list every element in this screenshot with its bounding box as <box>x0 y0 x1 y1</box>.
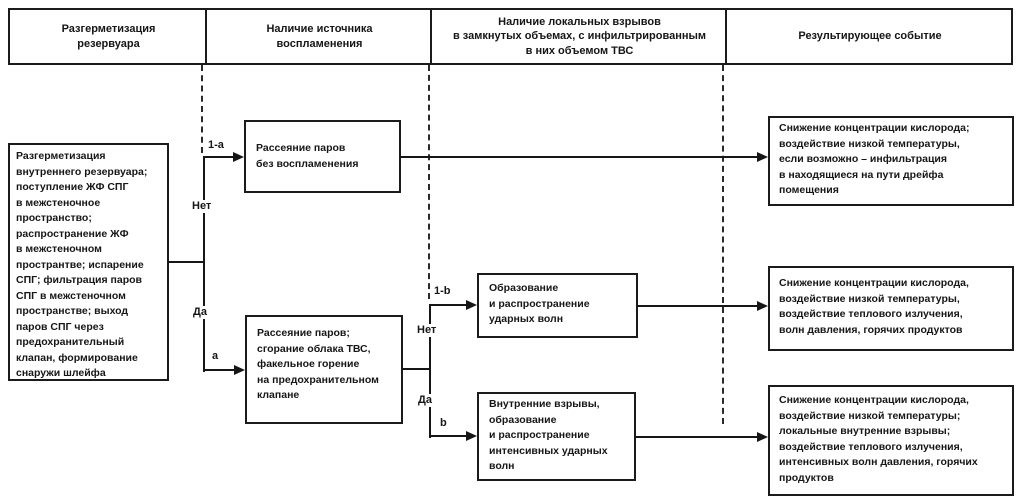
branch2-vertical-line <box>429 304 431 438</box>
arrowhead-to-outcome3 <box>757 432 768 442</box>
header-divider-3 <box>725 10 727 63</box>
branch1-bottom-label: a <box>210 350 221 363</box>
branch2-no-label: Нет <box>415 324 439 337</box>
arrowhead-to-outcome1 <box>757 152 768 162</box>
branch1-bottom-arrow-line <box>203 369 236 371</box>
shock-wave-box: Образование и распространение ударных во… <box>477 273 638 338</box>
branch1-vertical-line <box>203 156 205 372</box>
header-tank-depressurization: Разгерметизация резервуара <box>61 23 156 50</box>
arrowhead-to-node1 <box>233 152 244 162</box>
header-local-explosions: Наличие локальных взрывов в замкнутых об… <box>452 15 707 57</box>
connector-node4-to-outcome3 <box>635 436 759 438</box>
branch1-yes-label: Да <box>191 306 209 319</box>
outcome-box-2: Снижение концентрации кислорода, воздейс… <box>768 266 1014 351</box>
branch2-yes-label: Да <box>416 394 434 407</box>
connector-node2-to-branch2 <box>402 368 431 370</box>
internal-explosion-box: Внутренние взрывы, образование и распрос… <box>477 392 636 481</box>
header-resulting-event: Результирующее событие <box>798 30 942 43</box>
column-header-band: Разгерметизация резервуара Наличие источ… <box>8 8 1013 65</box>
branch2-top-arrow-line <box>429 304 467 306</box>
column-separator-3 <box>722 65 724 424</box>
arrowhead-to-outcome2 <box>757 301 768 311</box>
column-separator-2 <box>428 65 430 299</box>
connector-node1-to-outcome1 <box>400 156 759 158</box>
initiating-event-box: Разгерметизация внутреннего резервуара; … <box>8 143 169 381</box>
branch1-top-label: 1-a <box>206 139 226 152</box>
outcome-box-1: Снижение концентрации кислорода; воздейс… <box>768 116 1014 206</box>
branch2-top-label: 1-b <box>432 285 453 298</box>
column-separator-1 <box>201 65 203 153</box>
outcome-box-3: Снижение концентрации кислорода, воздейс… <box>768 385 1014 496</box>
branch2-bottom-arrow-line <box>429 435 467 437</box>
branch1-top-arrow-line <box>203 156 235 158</box>
connector-initial-to-branch1 <box>168 261 205 263</box>
header-ignition-source: Наличие источника воспламенения <box>266 23 373 50</box>
arrowhead-to-node4 <box>466 431 477 441</box>
header-divider-2 <box>430 10 432 63</box>
arrowhead-to-node3 <box>466 300 477 310</box>
cloud-combustion-box: Рассеяние паров; сгорание облака ТВС, фа… <box>245 315 403 424</box>
branch1-no-label: Нет <box>190 200 214 213</box>
header-divider-1 <box>205 10 207 63</box>
vapor-dispersion-box: Рассеяние паров без воспламенения <box>244 120 401 193</box>
arrowhead-to-node2 <box>234 365 245 375</box>
connector-node3-to-outcome2 <box>637 305 759 307</box>
branch2-bottom-label: b <box>438 417 449 430</box>
